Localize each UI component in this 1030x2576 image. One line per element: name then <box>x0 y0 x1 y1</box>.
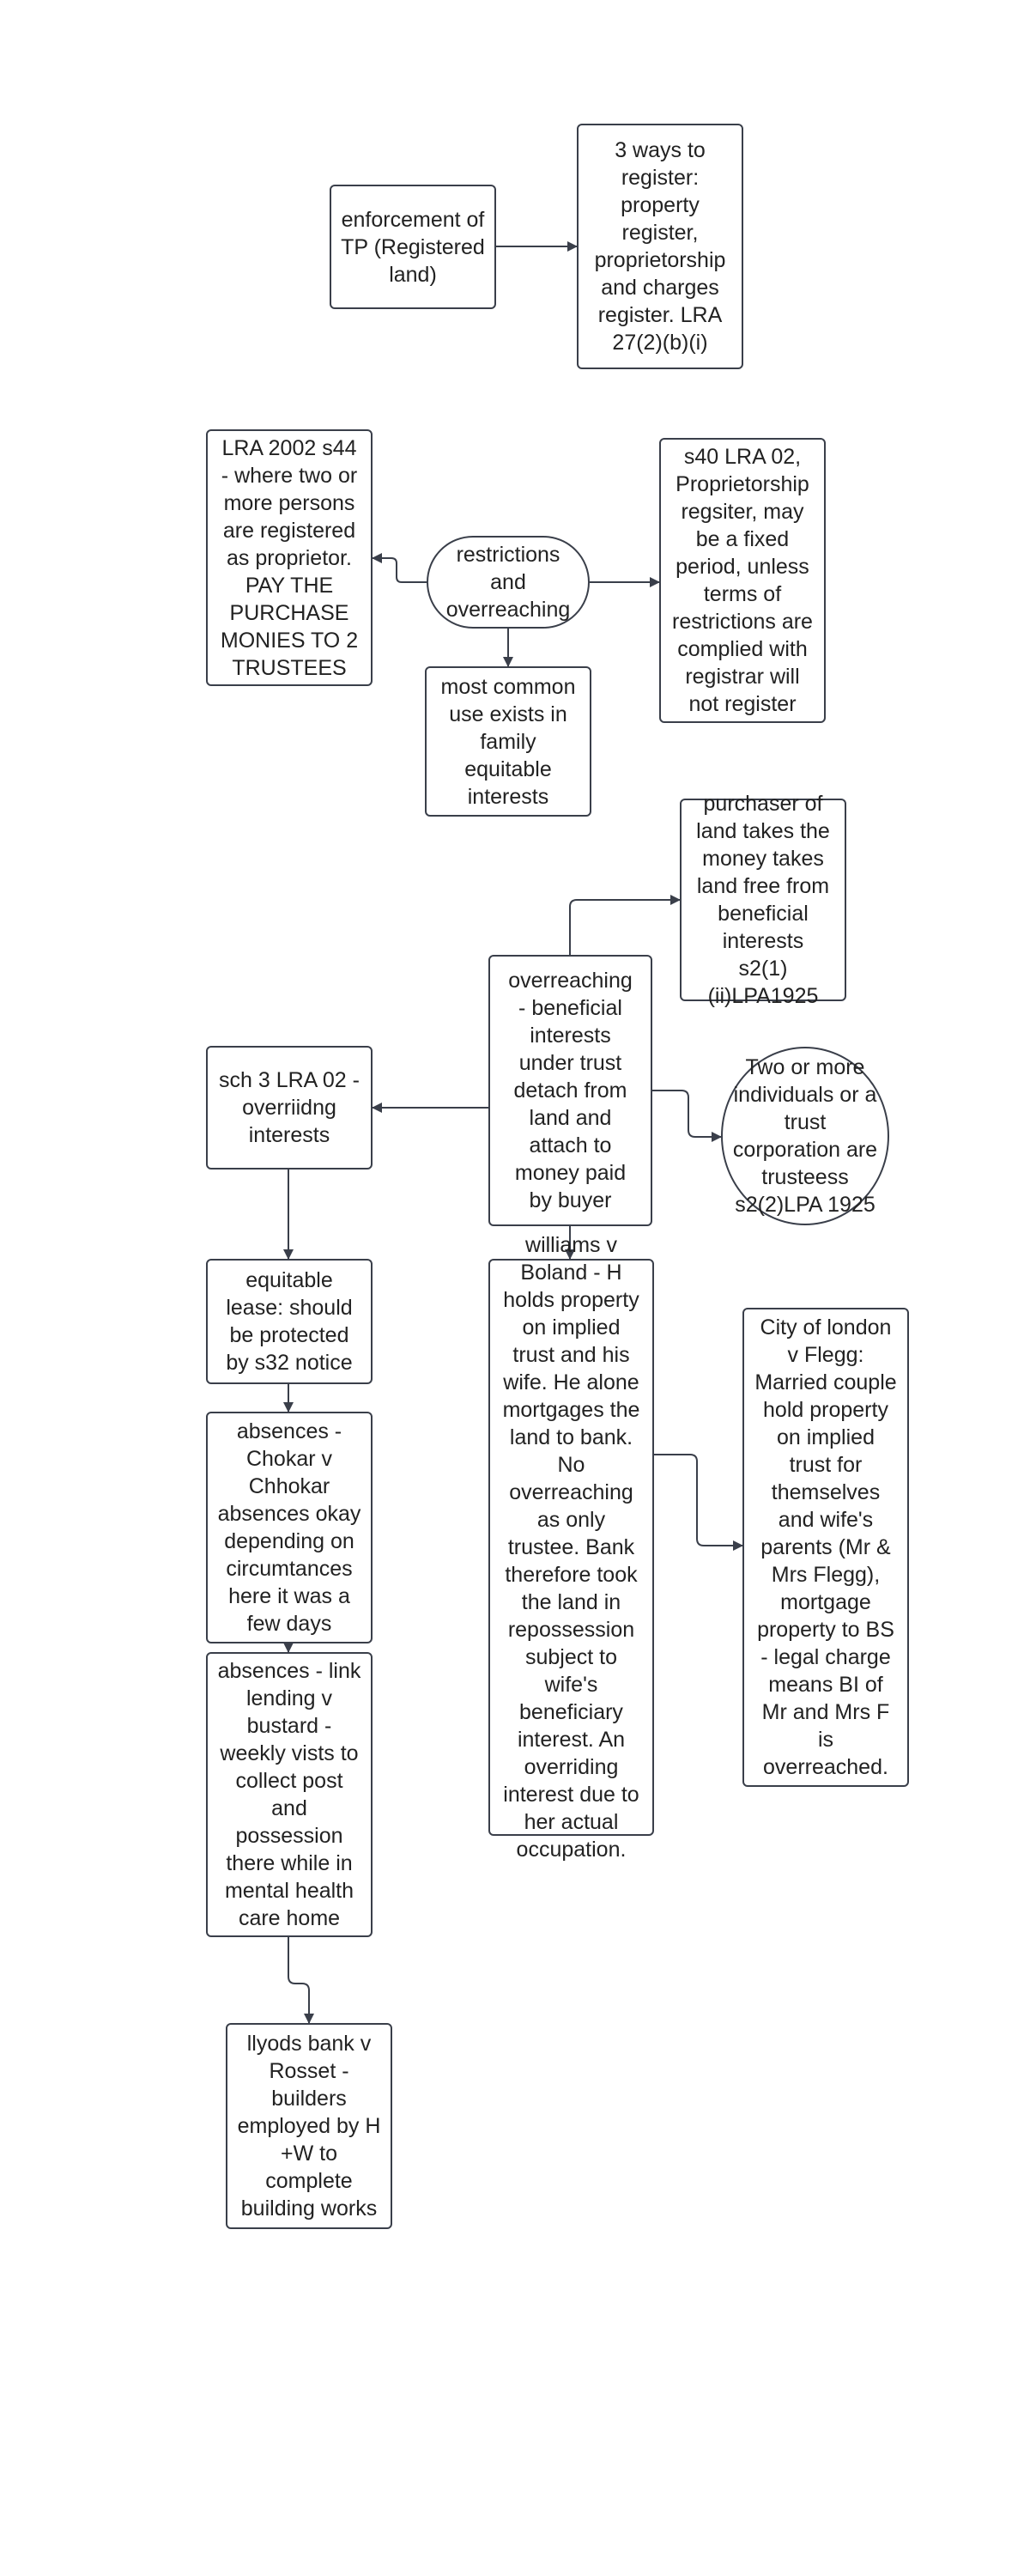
node-flegg: City of london v Flegg: Married couple h… <box>742 1308 909 1787</box>
edge-overreaching-to-two-or-more <box>652 1090 722 1142</box>
edge-link-lending-to-rosset <box>288 1937 314 2024</box>
node-overreaching: overreaching - beneficial interests unde… <box>488 955 652 1226</box>
node-chokar-text: absences - Chokar v Chhokar absences oka… <box>217 1419 361 1636</box>
edge-williams-to-flegg <box>652 1454 743 1551</box>
node-three-ways: 3 ways to register: property register, p… <box>577 124 743 369</box>
edge-restrictions-to-lra-s44 <box>372 553 427 583</box>
node-sch3: sch 3 LRA 02 - overriidng interests <box>206 1046 373 1170</box>
node-two-or-more-text: Two or more individuals or a trust corpo… <box>732 1055 878 1217</box>
node-sch3-text: sch 3 LRA 02 - overriidng interests <box>219 1068 360 1147</box>
node-chokar: absences - Chokar v Chhokar absences oka… <box>206 1412 373 1643</box>
node-restrictions-text: restrictions and overreaching <box>445 543 571 622</box>
node-williams-text: williams v Boland - H holds property on … <box>502 1233 640 1862</box>
node-equitable-lease: equitable lease: should be protected by … <box>206 1259 373 1384</box>
node-enforcement: enforcement of TP (Registered land) <box>330 185 496 309</box>
node-link-lending: absences - link lending v bustard - week… <box>206 1652 373 1937</box>
node-lra-s44-text: LRA 2002 s44 - where two or more persons… <box>220 435 359 680</box>
edge-overreaching-to-purchaser <box>569 895 681 955</box>
node-lra-s44: LRA 2002 s44 - where two or more persons… <box>206 429 373 686</box>
node-purchaser: purchaser of land takes the money takes … <box>680 792 846 1008</box>
node-overreaching-text: overreaching - beneficial interests unde… <box>508 969 633 1212</box>
node-three-ways-text: 3 ways to register: property register, p… <box>594 138 726 355</box>
node-most-common-text: most common use exists in family equitab… <box>440 674 576 809</box>
node-s40-text: s40 LRA 02, Proprietorship regsiter, may… <box>672 445 813 716</box>
node-two-or-more: Two or more individuals or a trust corpo… <box>721 1047 889 1225</box>
node-williams: williams v Boland - H holds property on … <box>488 1233 654 1862</box>
node-most-common: most common use exists in family equitab… <box>425 666 591 817</box>
node-equitable-lease-text: equitable lease: should be protected by … <box>226 1268 353 1375</box>
node-s40: s40 LRA 02, Proprietorship regsiter, may… <box>659 438 826 723</box>
node-rosset-text: llyods bank v Rosset - builders employed… <box>237 2032 381 2221</box>
node-link-lending-text: absences - link lending v bustard - week… <box>217 1659 361 1930</box>
node-restrictions: restrictions and overreaching <box>427 536 590 629</box>
node-flegg-text: City of london v Flegg: Married couple h… <box>754 1315 897 1779</box>
node-purchaser-text: purchaser of land takes the money takes … <box>696 792 830 1008</box>
node-rosset: llyods bank v Rosset - builders employed… <box>226 2023 392 2229</box>
node-enforcement-text: enforcement of TP (Registered land) <box>341 207 485 287</box>
